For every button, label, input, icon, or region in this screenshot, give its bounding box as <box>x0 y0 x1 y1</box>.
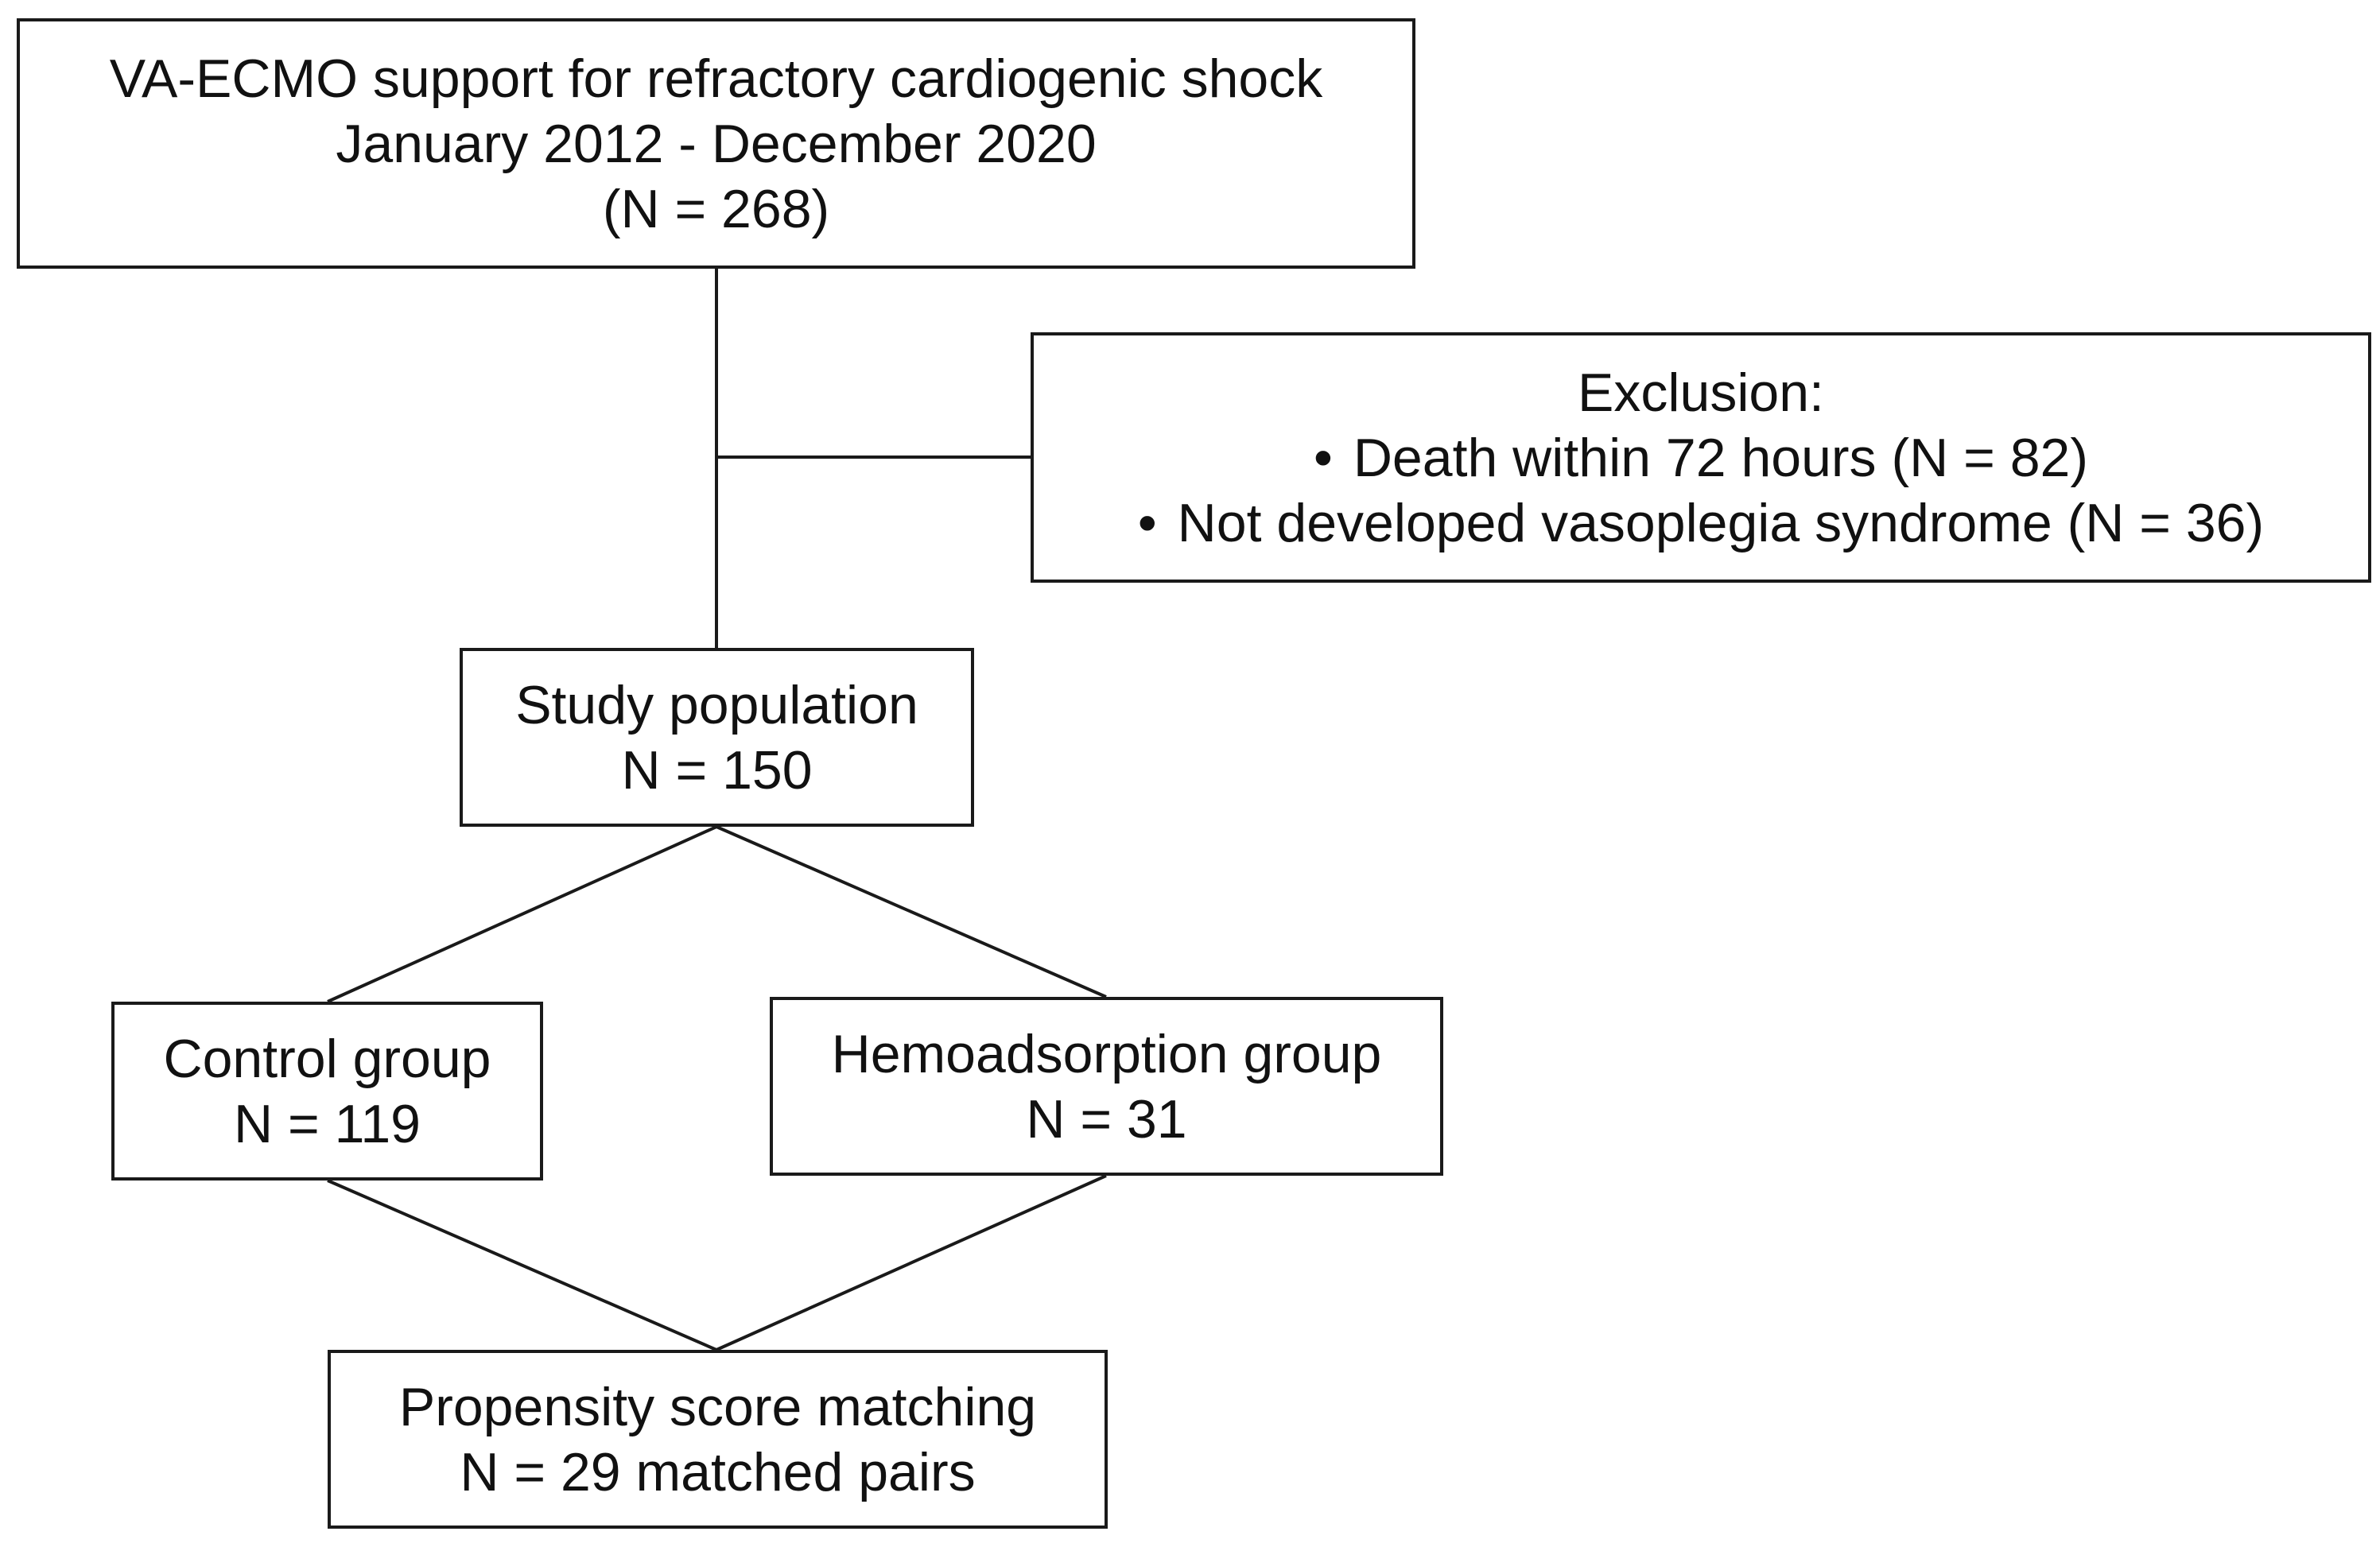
propensity-matching-box: Propensity score matching N = 29 matched… <box>328 1350 1108 1529</box>
cohort-period: January 2012 - December 2020 <box>336 113 1097 174</box>
hemoadsorption-group-label: Hemoadsorption group <box>831 1023 1382 1084</box>
hemoadsorption-group-box: Hemoadsorption group N = 31 <box>770 997 1443 1176</box>
hemoadsorption-group-count: N = 31 <box>1026 1088 1187 1149</box>
study-population-box: Study population N = 150 <box>460 648 974 827</box>
control-group-box: Control group N = 119 <box>111 1002 543 1181</box>
exclusion-box: Exclusion: • Death within 72 hours (N = … <box>1031 332 2371 583</box>
propensity-matching-count: N = 29 matched pairs <box>460 1441 976 1502</box>
propensity-matching-label: Propensity score matching <box>398 1376 1037 1437</box>
cohort-count: (N = 268) <box>602 178 830 239</box>
connector-control-to-psm <box>327 1179 717 1351</box>
bullet-icon: • <box>1314 427 1333 488</box>
control-group-label: Control group <box>163 1028 491 1089</box>
bullet-icon: • <box>1137 492 1157 553</box>
exclusion-item: • Not developed vasoplegia syndrome (N =… <box>1138 490 2264 556</box>
study-population-label: Study population <box>515 674 918 735</box>
exclusion-title: Exclusion: <box>1578 362 1824 423</box>
connector-study-to-hemo <box>716 825 1107 998</box>
exclusion-item-text: Not developed vasoplegia syndrome (N = 3… <box>1177 492 2265 553</box>
study-population-count: N = 150 <box>621 739 813 801</box>
exclusion-item: • Death within 72 hours (N = 82) <box>1314 425 2088 490</box>
connector-hemo-to-psm <box>716 1174 1107 1351</box>
cohort-title: VA-ECMO support for refractory cardiogen… <box>109 48 1323 109</box>
connector-study-to-control <box>327 825 717 1003</box>
exclusion-item-text: Death within 72 hours (N = 82) <box>1353 427 2088 488</box>
cohort-box: VA-ECMO support for refractory cardiogen… <box>17 18 1415 269</box>
control-group-count: N = 119 <box>233 1093 421 1154</box>
